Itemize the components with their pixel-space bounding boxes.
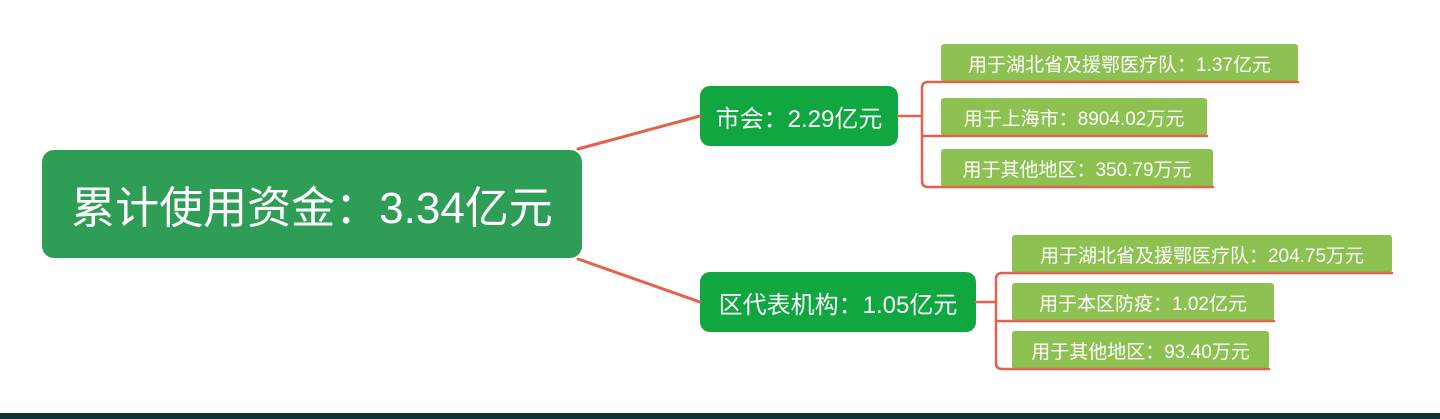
leaf-node-label: 用于湖北省及援鄂医疗队：204.75万元 (1039, 245, 1365, 267)
connector-root-branch1 (576, 114, 702, 151)
leaf-node-hubei-medical-team-1[interactable]: 用于湖北省及援鄂医疗队：1.37亿元 (941, 44, 1298, 82)
connector-root-branch2 (576, 257, 702, 304)
leaf-node-label: 用于其他地区：350.79万元 (962, 159, 1192, 181)
root-node-label: 累计使用资金：3.34亿元 (71, 184, 553, 233)
branch-node-city-association[interactable]: 市会：2.29亿元 (700, 86, 898, 146)
leaf-node-shanghai[interactable]: 用于上海市：8904.02万元 (941, 98, 1207, 136)
root-node[interactable]: 累计使用资金：3.34亿元 (42, 150, 582, 258)
leaf-node-label: 用于其他地区：93.40万元 (1031, 341, 1250, 363)
leaf-node-other-regions-2[interactable]: 用于其他地区：93.40万元 (1012, 331, 1269, 369)
bottom-edge-bar (0, 413, 1440, 419)
branch-node-district-agencies[interactable]: 区代表机构：1.05亿元 (700, 272, 976, 332)
leaf-node-label: 用于本区防疫：1.02亿元 (1039, 293, 1247, 315)
leaf-node-label: 用于上海市：8904.02万元 (963, 108, 1185, 130)
leaf-node-label: 用于湖北省及援鄂医疗队：1.37亿元 (968, 54, 1271, 76)
leaf-node-hubei-medical-team-2[interactable]: 用于湖北省及援鄂医疗队：204.75万元 (1012, 235, 1392, 273)
leaf-node-other-regions-1[interactable]: 用于其他地区：350.79万元 (941, 149, 1213, 187)
leaf-node-district-epidemic-prevention[interactable]: 用于本区防疫：1.02亿元 (1012, 283, 1274, 321)
branch-node-label: 市会：2.29亿元 (715, 105, 883, 133)
connector-branch2-spine (994, 271, 1004, 371)
connector-branch1-spine (920, 80, 930, 189)
branch-node-label: 区代表机构：1.05亿元 (718, 291, 958, 319)
